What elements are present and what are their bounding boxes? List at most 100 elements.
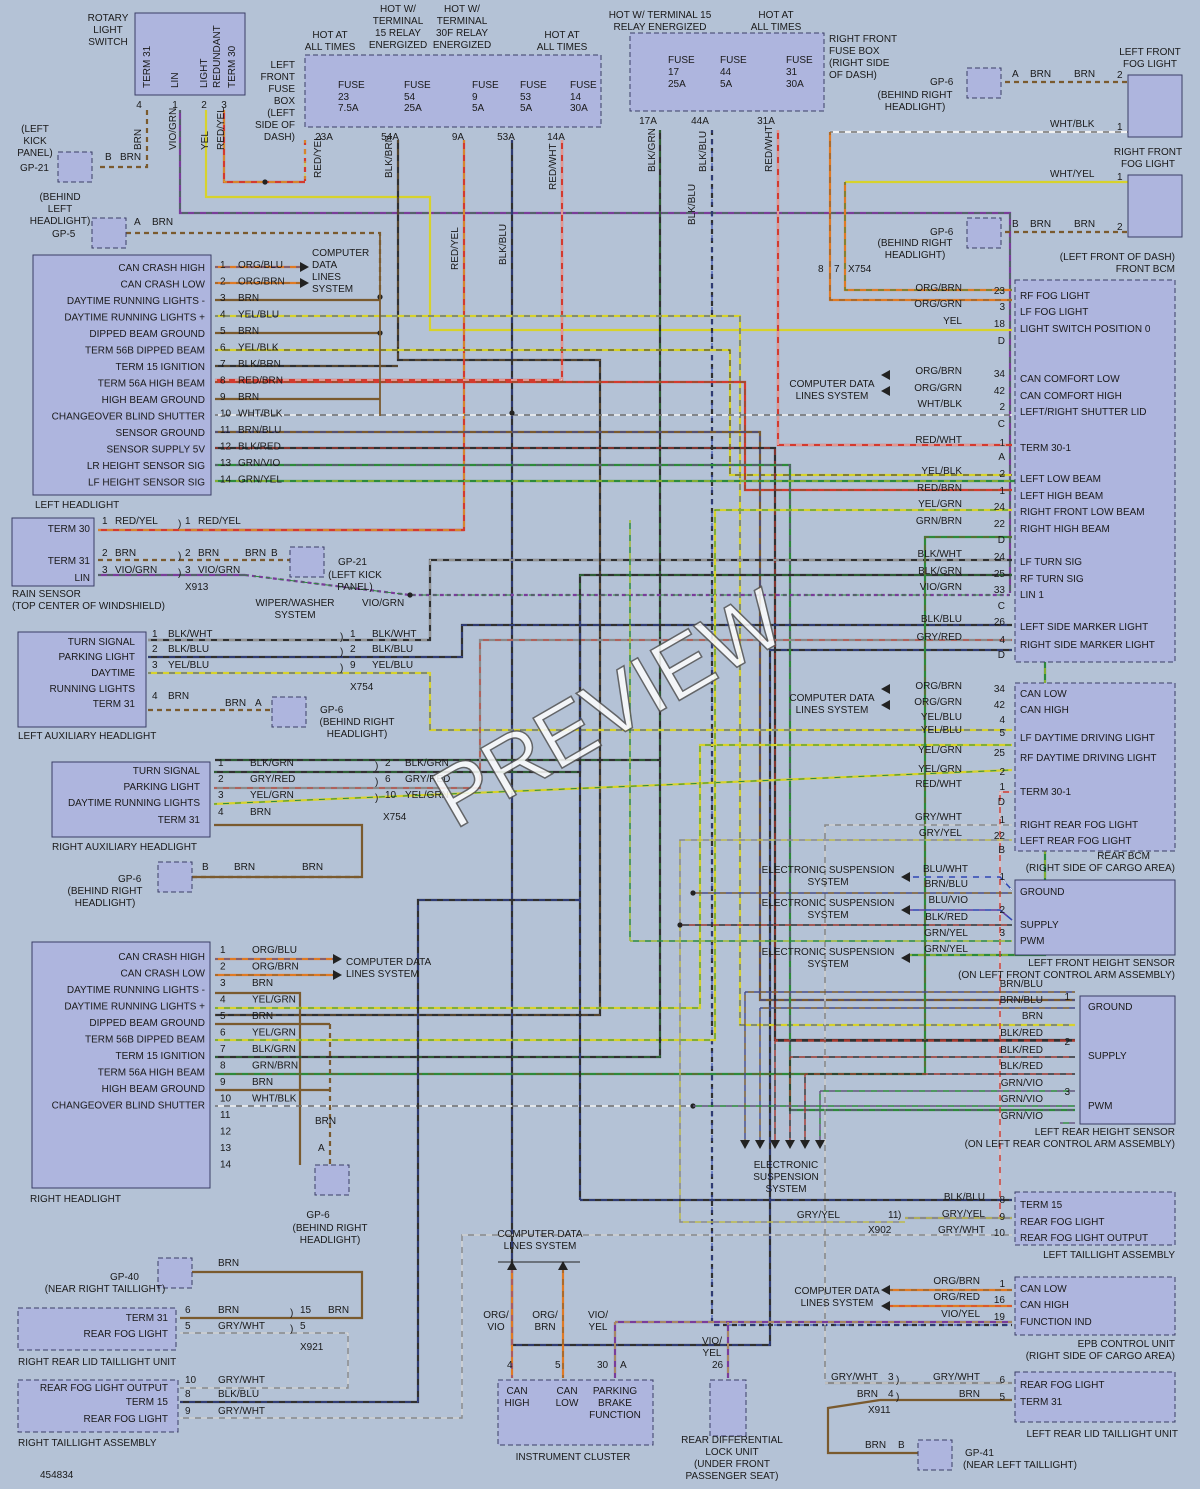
fuse-name: FUSE xyxy=(472,80,499,91)
component-sub: (TOP CENTER OF WINDSHIELD) xyxy=(12,601,165,612)
wire-label: BRN/BLU xyxy=(1000,979,1043,990)
wire-label: GRY/RED xyxy=(917,632,962,643)
wire-label: BRN xyxy=(225,698,246,709)
pin-number: 26 xyxy=(994,617,1006,628)
arrow-head xyxy=(770,1140,780,1149)
wire-label: RED/YEL xyxy=(115,516,158,527)
wire-label: GRN/VIO xyxy=(1001,1094,1043,1105)
wire-stripe xyxy=(215,381,1012,491)
wire-label: BLK/WHT xyxy=(168,629,212,640)
wire-label: ORG/BRN xyxy=(915,681,962,692)
fuse-terminal: 44A xyxy=(691,116,709,127)
arrow-head xyxy=(558,1261,568,1270)
wire-label: BRN xyxy=(133,129,144,150)
wire-stripe xyxy=(679,839,1012,1223)
pin-label: LR HEIGHT SENSOR SIG xyxy=(87,461,205,472)
fuse-name: FUSE xyxy=(338,80,365,91)
bcm-pin-label: RF DAYTIME DRIVING LIGHT xyxy=(1020,753,1157,764)
pin-number: 26 xyxy=(712,1360,724,1371)
epb-pin-label: CAN HIGH xyxy=(1020,1300,1069,1311)
connector-glyph: ) xyxy=(290,1324,293,1335)
component-title: LEFT REAR HEIGHT SENSOR xyxy=(1035,1127,1175,1138)
rotary-light-switch xyxy=(134,12,246,96)
pin-label: CHANGEOVER BLIND SHUTTER xyxy=(52,1101,205,1112)
bcm-pin-label: LF TURN SIG xyxy=(1020,557,1082,568)
wire-label: WHT/BLK xyxy=(918,399,963,410)
pin-number: 25 xyxy=(994,569,1006,580)
cluster-cell: BRAKE xyxy=(598,1398,632,1409)
connector-label: X902 xyxy=(868,1225,892,1236)
pin-number: C xyxy=(998,419,1005,430)
pin-number: 1 xyxy=(218,758,224,769)
wire-label: BRN/BLU xyxy=(1000,995,1043,1006)
ground-note: PANEL) xyxy=(17,148,52,159)
ground-box-gp6e xyxy=(314,1164,350,1196)
wire-stripe xyxy=(215,349,1012,476)
ground-box-gp21a xyxy=(57,151,93,183)
pin-label: SENSOR GROUND xyxy=(116,428,205,439)
pin-label: HIGH BEAM GROUND xyxy=(102,1084,205,1095)
pin-number: 3 xyxy=(152,660,158,671)
pin-number: 1 xyxy=(999,782,1005,793)
fuse-number: 31 xyxy=(786,67,798,78)
arrow-head xyxy=(333,954,342,964)
component-title: PASSENGER SEAT) xyxy=(686,1471,779,1482)
pin-number: 10 xyxy=(185,1375,197,1386)
hot-label: ALL TIMES xyxy=(305,42,356,53)
wire-label: BLK/GRN xyxy=(647,128,658,172)
ground-label: GP-6 xyxy=(930,227,954,238)
pin-number: 5 xyxy=(555,1360,561,1371)
wire-label: GRY/YEL xyxy=(919,828,963,839)
arrow-head xyxy=(901,905,910,915)
left-fuse-box-label: FRONT xyxy=(261,72,295,83)
pin-label: TERM 56A HIGH BEAM xyxy=(98,1068,205,1079)
wire-label: ORG/GRN xyxy=(914,383,962,394)
ground-note: HEADLIGHT) xyxy=(30,216,91,227)
pin-number: 5 xyxy=(999,1392,1005,1403)
taillight-pin-label: REAR FOG LIGHT OUTPUT xyxy=(40,1383,168,1394)
wire-label: BLK/RED xyxy=(238,442,281,453)
component-title: LOCK UNIT xyxy=(705,1447,758,1458)
wire xyxy=(826,1398,918,1455)
ground-note: HEADLIGHT) xyxy=(327,729,388,740)
pin-number: 2 xyxy=(1064,1037,1070,1048)
wire-label: VIO xyxy=(487,1322,504,1333)
connector-label: X754 xyxy=(848,264,872,275)
bcm-pin-label: RIGHT REAR FOG LIGHT xyxy=(1020,820,1138,831)
arrow-head xyxy=(881,1301,890,1311)
connector-glyph: ) xyxy=(340,663,343,674)
wire-label: GRY/WHT xyxy=(218,1375,265,1386)
pin-number: 9 xyxy=(220,392,226,403)
component-title: EPB CONTROL UNIT xyxy=(1078,1339,1175,1350)
pin-number: 2 xyxy=(999,767,1005,778)
pin-number: 1 xyxy=(999,1279,1005,1290)
wire-label: BRN xyxy=(1030,219,1051,230)
pin-number: 12 xyxy=(220,1127,232,1138)
pin-number: 2 xyxy=(999,469,1005,480)
bcm-pin-label: LEFT REAR FOG LIGHT xyxy=(1020,836,1132,847)
wire-label: BRN xyxy=(534,1322,555,1333)
component-title: RAIN SENSOR xyxy=(12,589,81,600)
wire-label: BRN xyxy=(120,152,141,163)
connector-glyph: ) xyxy=(896,1392,899,1403)
wire-label: BRN xyxy=(252,978,273,989)
pin-number: 42 xyxy=(994,386,1006,397)
ground-label: GP-21 xyxy=(20,163,49,174)
pin-number: 10 xyxy=(220,1094,232,1105)
hot-label: HOT AT xyxy=(312,30,347,41)
bcm-pin-label: LEFT SIDE MARKER LIGHT xyxy=(1020,622,1148,633)
bcm-pin-label: LEFT LOW BEAM xyxy=(1020,474,1101,485)
bcm-pin-label: TERM 30-1 xyxy=(1020,443,1072,454)
wire-label: VIO/GRN xyxy=(920,582,962,593)
ground-note: (NEAR RIGHT TAILLIGHT) xyxy=(45,1284,166,1295)
epb-control-unit xyxy=(1014,1276,1176,1336)
pin-number: 7 xyxy=(220,359,226,370)
pin-number: D xyxy=(998,797,1005,808)
wire-stripe xyxy=(148,672,1012,731)
bcm-pin-label: LIGHT SWITCH POSITION 0 xyxy=(1020,324,1151,335)
pin-number: C xyxy=(998,601,1005,612)
pin-number: 11 xyxy=(220,1110,231,1121)
ground-box-gp6b xyxy=(966,217,1002,249)
connector-glyph: ) xyxy=(896,1375,899,1386)
